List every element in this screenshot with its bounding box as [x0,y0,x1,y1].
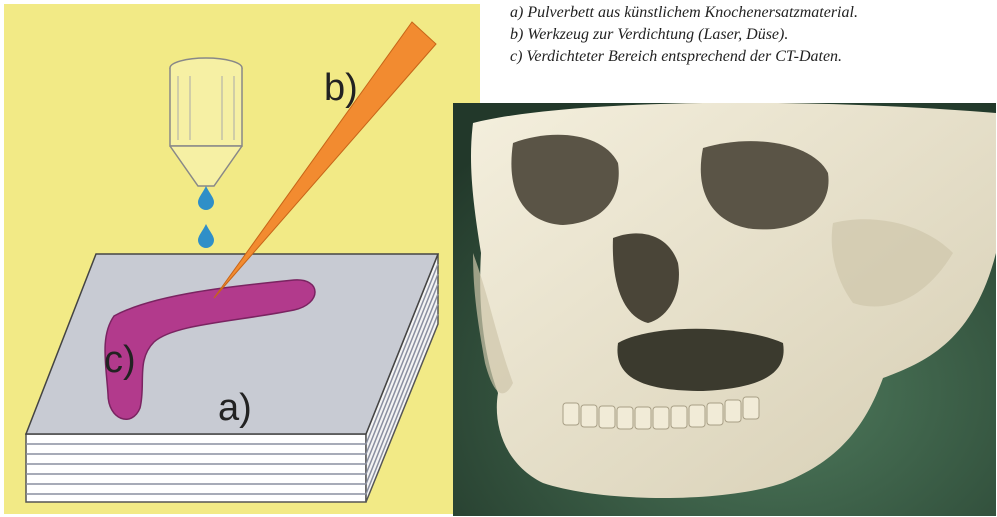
caption-line-b: b) Werkzeug zur Verdichtung (Laser, Düse… [510,24,995,46]
process-diagram: a) b) c) [4,4,480,514]
caption-line-c: c) Verdichteter Bereich entsprechend der… [510,46,995,68]
caption: a) Pulverbett aus künstlichem Knocheners… [510,2,995,68]
label-a: a) [218,387,252,429]
skull-model-photo [453,103,996,516]
caption-line-a: a) Pulverbett aus künstlichem Knocheners… [510,2,995,24]
label-c: c) [104,339,136,381]
label-b: b) [324,67,358,109]
